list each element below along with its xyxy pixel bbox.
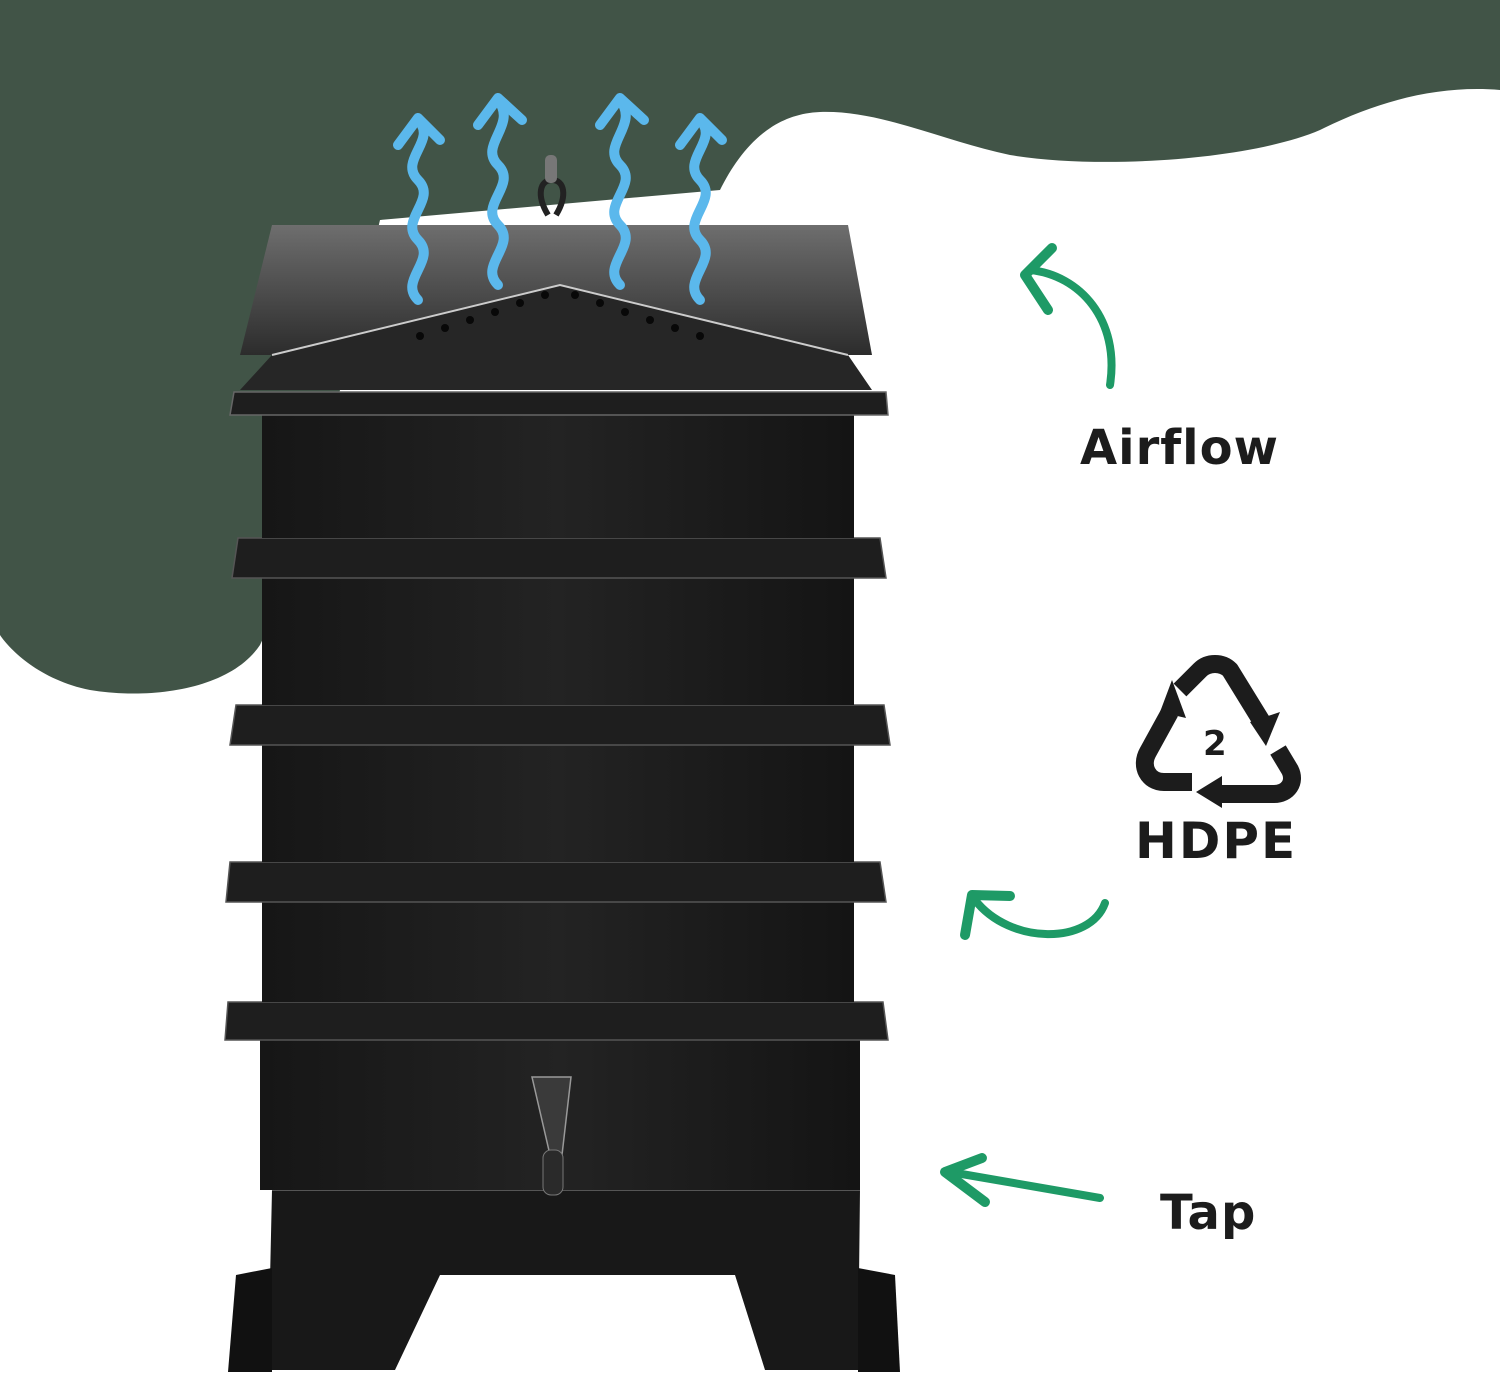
wavy-arrow-up-icon <box>595 93 649 290</box>
lid-handle <box>537 176 567 217</box>
tray-tier-4 <box>225 861 887 1002</box>
tray-tier-1 <box>229 391 889 538</box>
recycling-arrowheads <box>1160 680 1280 808</box>
tray-tier-2 <box>231 537 887 705</box>
resin-code-number: 2 <box>1203 724 1227 764</box>
green-wave-shape <box>0 0 1500 694</box>
vent-holes <box>416 291 704 340</box>
vented-lid <box>240 155 872 390</box>
wavy-arrow-up-icon <box>473 93 527 290</box>
wavy-arrow-up-icon <box>393 113 445 305</box>
curved-arrow-left-icon <box>960 890 1109 940</box>
arrow-left-icon <box>940 1153 1104 1207</box>
tray-tier-3 <box>229 704 891 862</box>
hdpe-label: HDPE <box>1135 812 1298 870</box>
tap-label: Tap <box>1160 1185 1257 1241</box>
base-stand <box>228 1189 900 1372</box>
airflow-label: Airflow <box>1080 420 1279 476</box>
tap-spigot <box>531 1076 572 1196</box>
wavy-arrow-up-icon <box>675 113 727 305</box>
curved-arrow-up-left-icon <box>1020 243 1116 389</box>
recycling-triangle-icon <box>1135 655 1301 803</box>
